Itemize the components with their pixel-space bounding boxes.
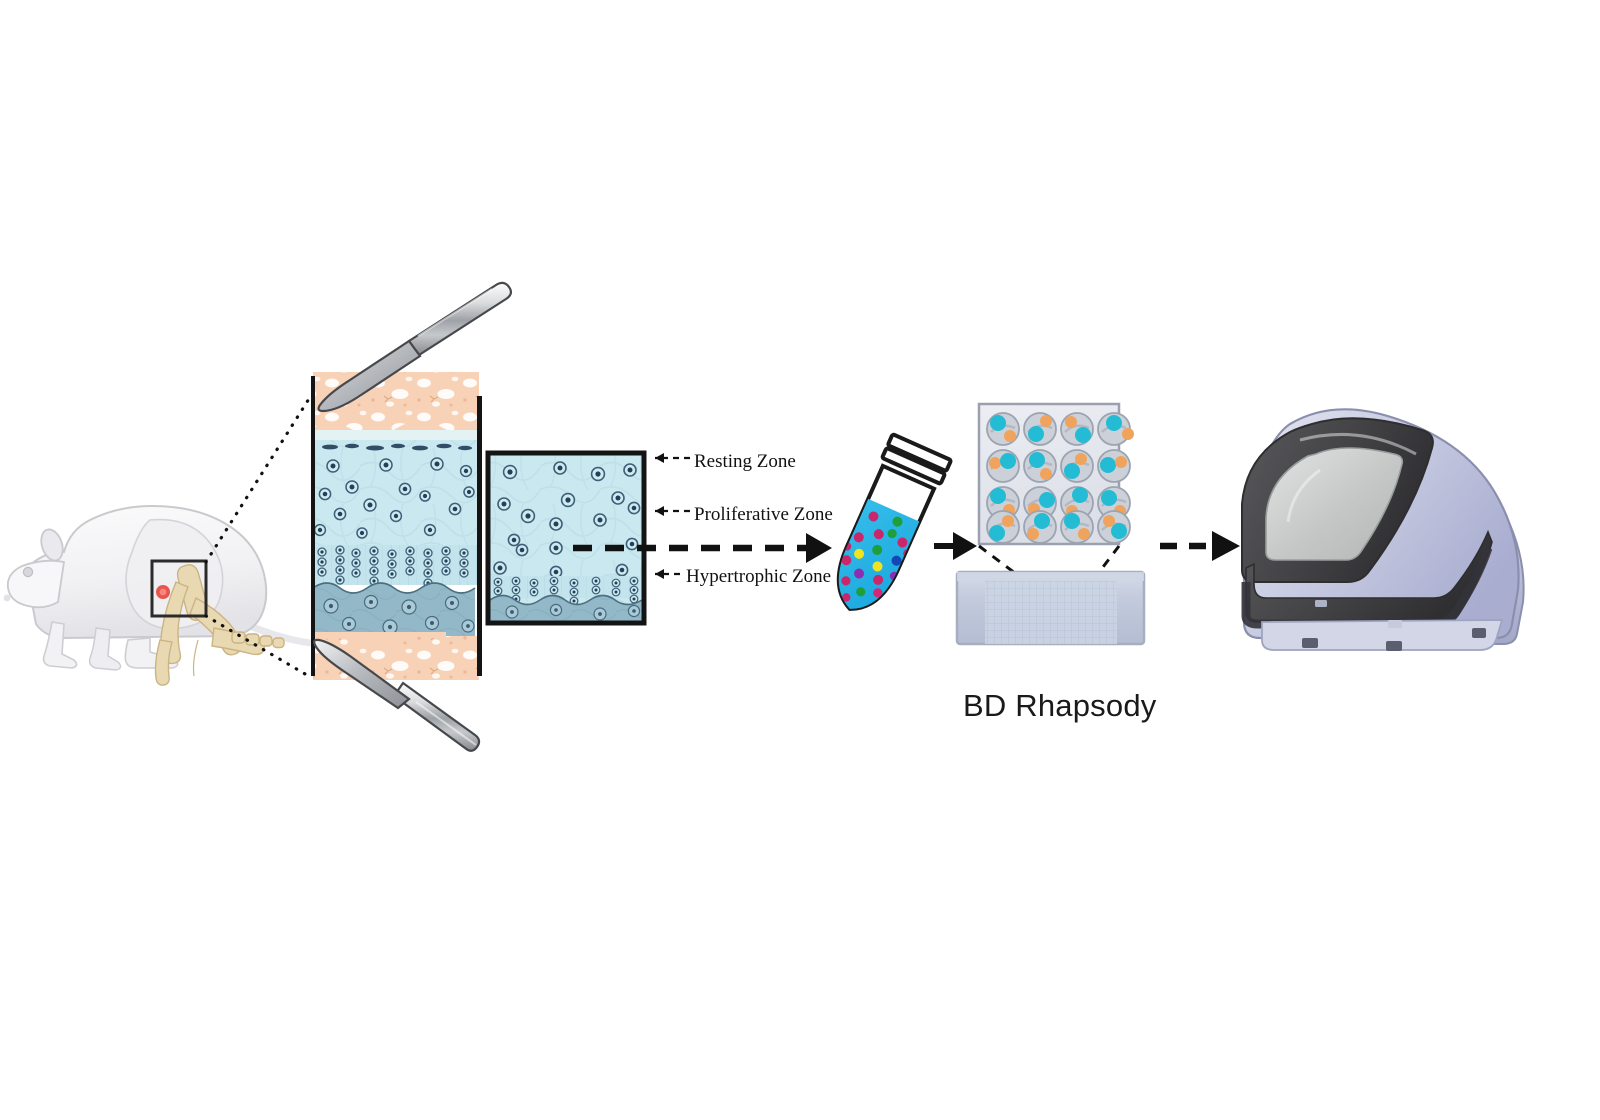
instrument-latch-1: [1315, 600, 1327, 607]
instrument-foot-left: [1302, 638, 1318, 648]
tube-cap: [886, 432, 953, 473]
instrument-screen: [1265, 447, 1404, 561]
resting-chondrocytes: [313, 457, 475, 539]
mouse-eye: [22, 566, 34, 578]
arrow-panel-to-tube: [573, 533, 832, 563]
tube-neck-ring-1: [880, 446, 947, 486]
mouse-illustration: [3, 504, 342, 686]
mouse-ear: [40, 528, 64, 562]
instrument-highlight: [1299, 432, 1417, 456]
cartridge-slide-top-edge: [957, 572, 1144, 581]
arrow-tube-to-cartridge: [934, 532, 977, 560]
proliferative-columns: [317, 545, 469, 588]
panel-left-edge: [311, 376, 315, 676]
panel-right-edge: [477, 396, 482, 676]
microwell-cartridge: [955, 402, 1146, 646]
sample-tube: [824, 432, 953, 621]
microwell-grid: [986, 412, 1134, 544]
mouse-roi-box: [150, 559, 208, 618]
flat-cell-band: [322, 443, 472, 451]
zone-label-hypertrophic: Hypertrophic Zone: [686, 566, 832, 587]
instrument-caption: BD Rhapsody: [963, 688, 1157, 723]
arrow-cartridge-to-instrument: [1160, 531, 1240, 561]
mouse-head: [6, 559, 66, 609]
bd-rhapsody-instrument: [1241, 408, 1525, 651]
instrument-foot-right: [1472, 628, 1486, 638]
scalpel-bottom: [313, 638, 481, 752]
zone-leader-arrows: [655, 453, 690, 579]
instrument-latch-2: [1388, 620, 1402, 628]
mouse-front-leg-2: [88, 627, 122, 671]
screen-glare: [1286, 468, 1321, 523]
zoom-panel-frame: [485, 450, 647, 626]
instrument-foot-center: [1386, 641, 1402, 651]
growth-plate-panel: [311, 372, 482, 680]
zone-label-proliferative: Proliferative Zone: [694, 504, 833, 525]
cartridge-slide-mesh: [985, 578, 1117, 644]
mouse-front-leg: [42, 621, 78, 669]
zone-label-resting: Resting Zone: [694, 451, 796, 472]
growth-plate-zoom-panel: [485, 450, 647, 626]
scalpel-top: [317, 281, 513, 413]
mouse-nose: [3, 594, 11, 602]
instrument-plinth: [1261, 619, 1504, 651]
mouse-skeleton: [154, 564, 285, 686]
growth-plate-marker-core: [159, 588, 167, 596]
roi-callout-lines: [204, 392, 314, 680]
tube-cells: [841, 511, 912, 602]
